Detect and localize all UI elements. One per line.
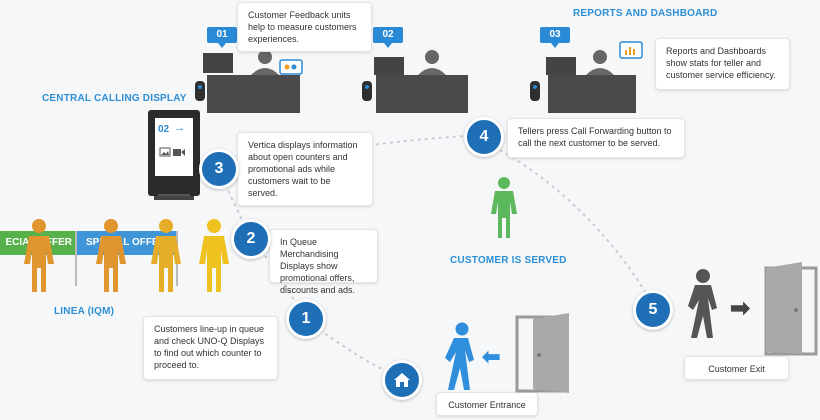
image-icon xyxy=(159,147,171,157)
arrow-right-icon: → xyxy=(174,122,185,134)
person-exit xyxy=(688,269,717,338)
step-1: 1 xyxy=(286,299,326,339)
heading-reports: REPORTS AND DASHBOARD xyxy=(573,8,718,19)
person-queue-2 xyxy=(96,219,126,292)
heading-linea: LINEA (IQM) xyxy=(54,306,115,317)
person-served xyxy=(491,177,517,238)
video-icon xyxy=(173,149,185,156)
step-5: 5 xyxy=(633,290,673,330)
heading-central: CENTRAL CALLING DISPLAY xyxy=(42,93,187,104)
teller-desk-03 xyxy=(530,50,636,113)
step-2: 2 xyxy=(231,219,271,259)
step-4: 4 xyxy=(464,117,504,157)
card-entrance: Customer Entrance xyxy=(436,392,538,416)
person-queue-1 xyxy=(24,219,54,292)
card-lineup: Customers line-up in queue and check UNO… xyxy=(143,316,278,380)
heading-served: CUSTOMER IS SERVED xyxy=(450,255,567,266)
card-merch: In Queue Merchandising Displays show pro… xyxy=(269,229,378,295)
teller-desk-02 xyxy=(362,50,468,113)
home-icon xyxy=(394,373,410,387)
person-queue-4 xyxy=(199,219,229,292)
banner-pole-1 xyxy=(75,231,77,286)
door-icon xyxy=(764,262,818,356)
teller-desk-01 xyxy=(195,50,300,113)
door-icon xyxy=(515,313,569,393)
feedback-unit xyxy=(279,59,303,75)
counter-badge-01: 01 xyxy=(207,27,237,48)
kiosk-screen-number: 02 xyxy=(158,124,170,135)
chart-icon xyxy=(619,41,643,59)
arrow-right-icon: ➡ xyxy=(730,295,751,322)
card-exit: Customer Exit xyxy=(684,356,789,380)
card-vertica: Vertica displays information about open … xyxy=(237,132,373,206)
counter-badge-02: 02 xyxy=(373,27,403,48)
counter-badge-03: 03 xyxy=(540,27,570,48)
step-3: 3 xyxy=(199,149,239,189)
card-feedback: Customer Feedback units help to measure … xyxy=(237,2,372,52)
card-tellers: Tellers press Call Forwarding button to … xyxy=(507,118,685,158)
entrance-arrow-icon: ⬅ xyxy=(482,344,501,369)
home-marker xyxy=(382,360,422,400)
person-queue-3 xyxy=(151,219,181,292)
person-entrance xyxy=(445,322,474,390)
card-reports: Reports and Dashboards show stats for te… xyxy=(655,38,790,90)
